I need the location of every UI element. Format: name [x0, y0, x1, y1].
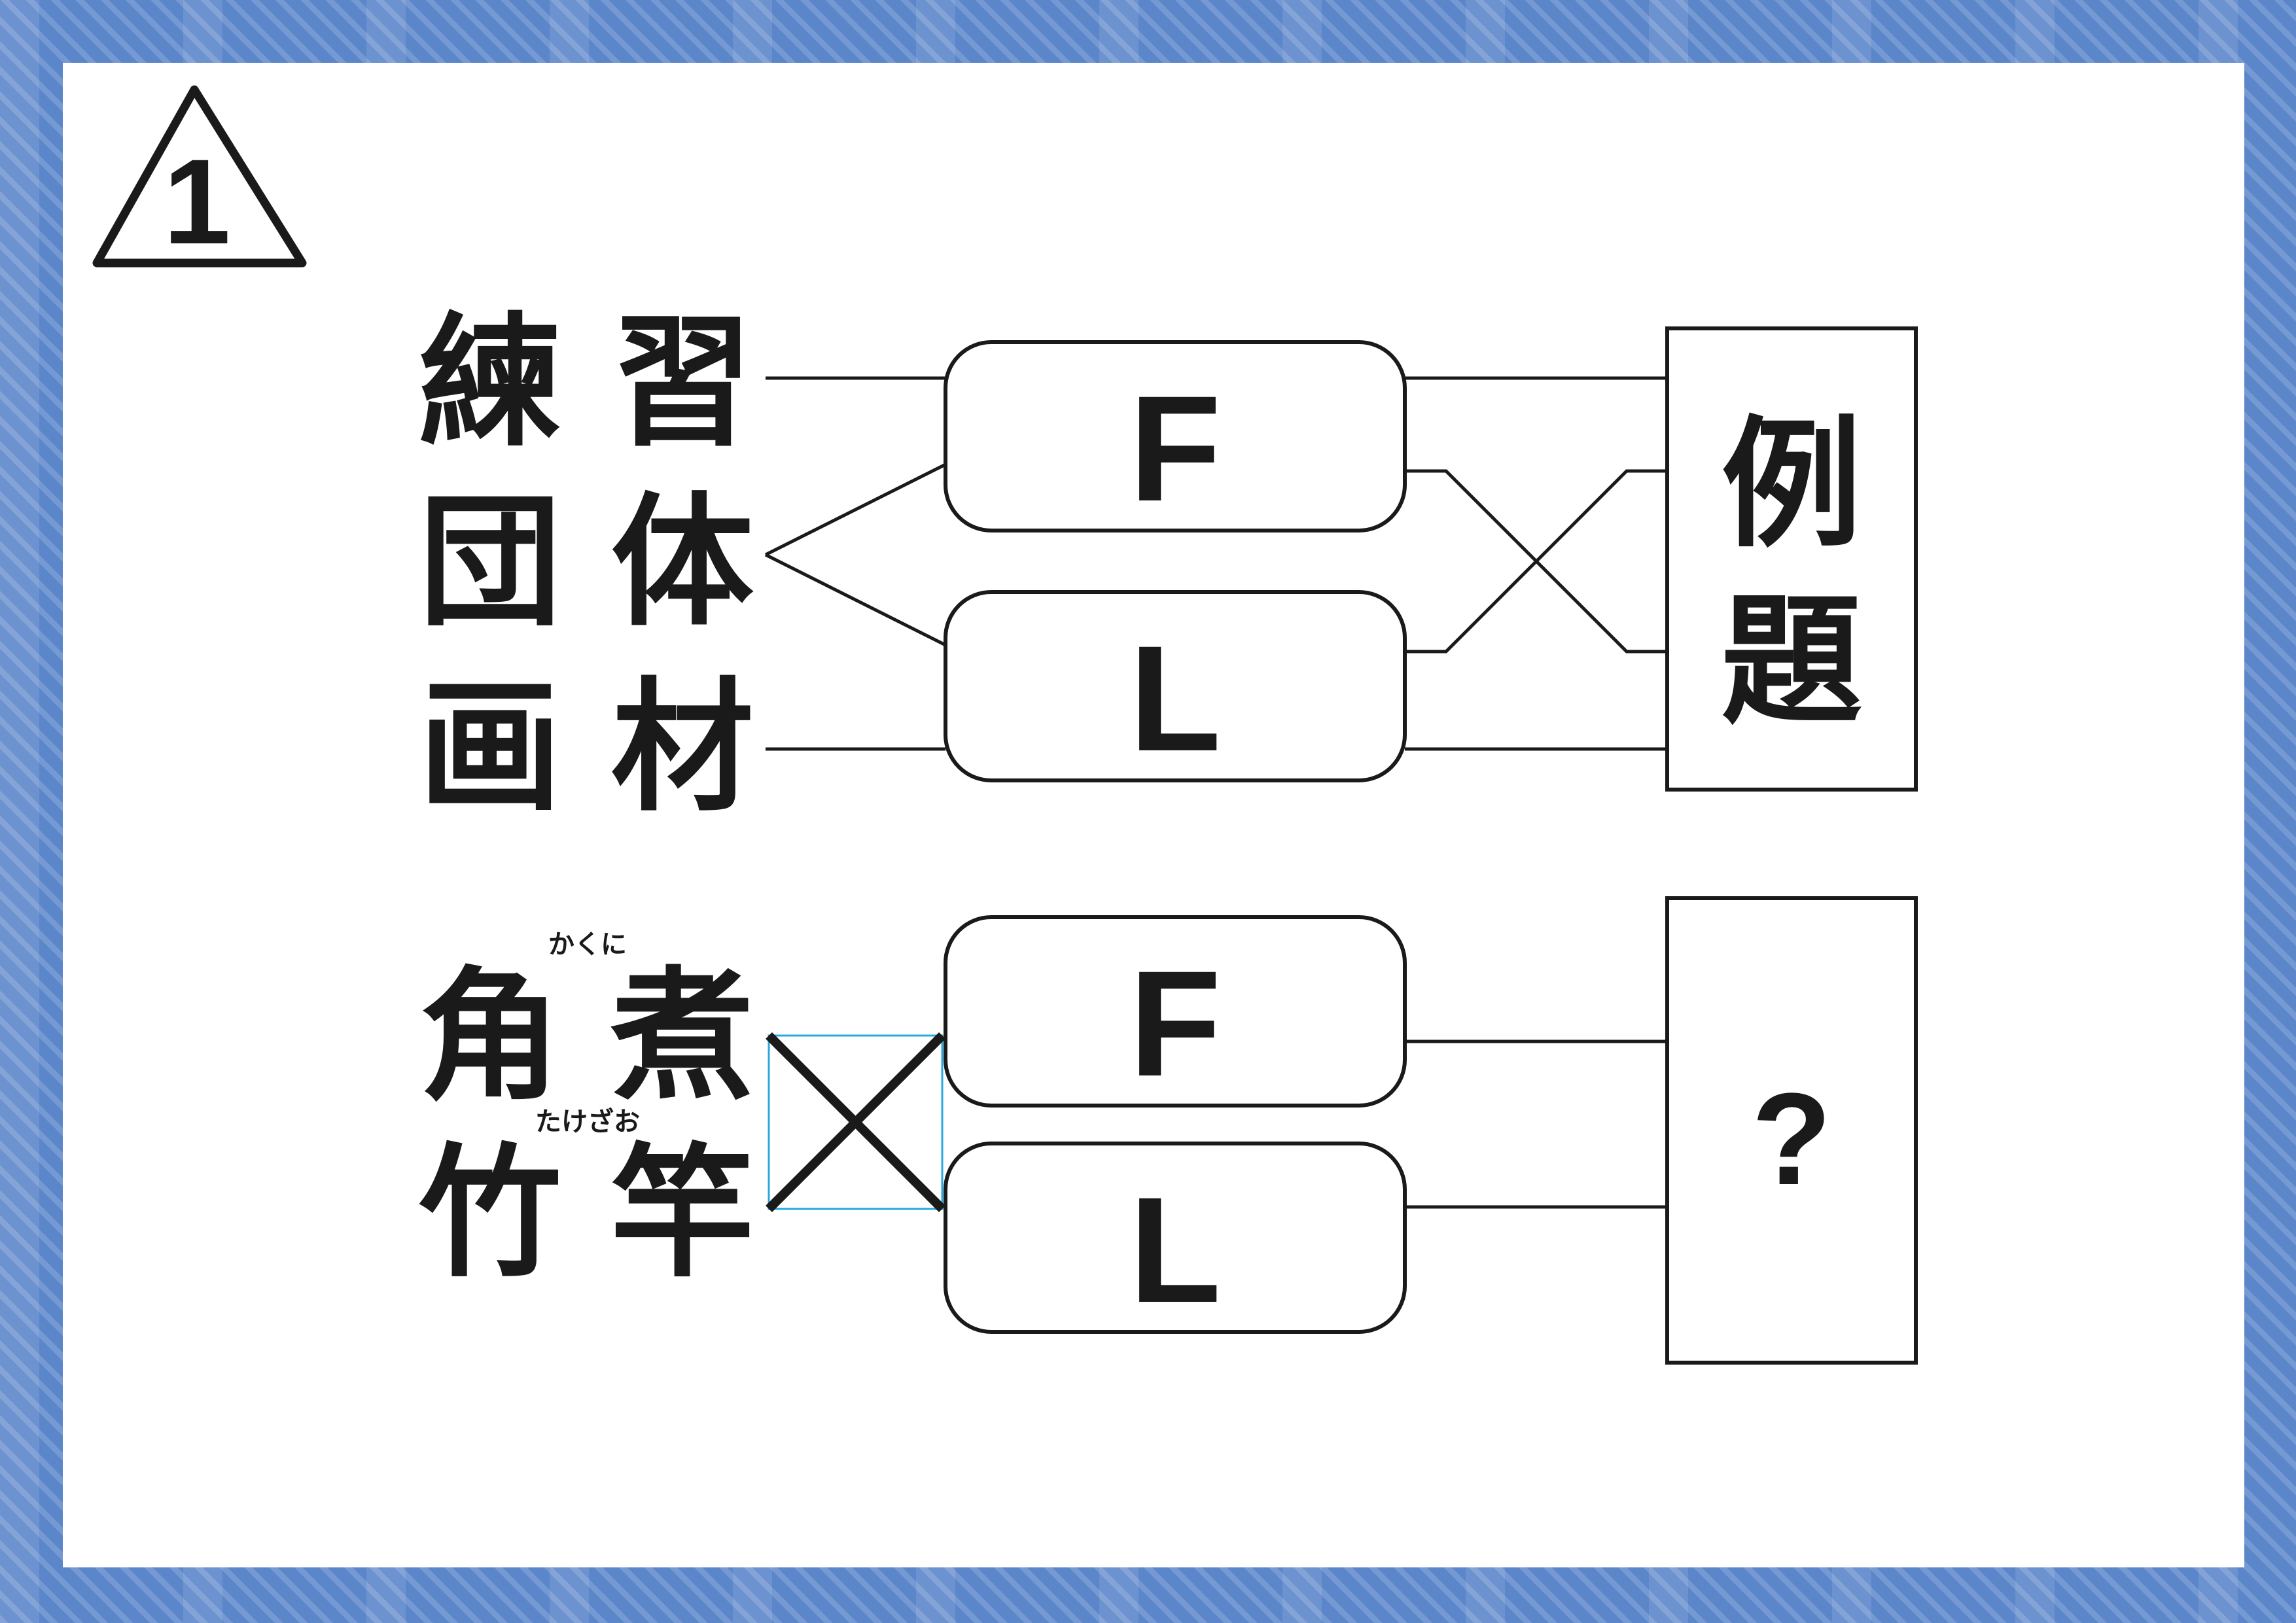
question-gate-l — [944, 1142, 1407, 1334]
example-input-word-2: 団 体 — [419, 480, 754, 646]
example-gate-l — [944, 590, 1407, 782]
example-section: 練 習 団 体 画 材 F L 例 題 — [419, 300, 1918, 831]
example-output-char-2: 題 — [1722, 579, 1862, 743]
example-wire-word2-to-l — [764, 553, 947, 647]
question-input-word-1: 角 煮 — [419, 954, 754, 1120]
example-wire-word2-to-f — [764, 462, 947, 557]
example-input-word-1: 練 習 — [419, 300, 754, 466]
example-gate-f-label: F — [1129, 364, 1222, 532]
problem-number: 1 — [164, 135, 231, 270]
question-input-ruby-2: たけざお — [535, 1107, 640, 1137]
question-gate-l-label: L — [1129, 1166, 1222, 1334]
question-wire-word2-to-f — [766, 1032, 945, 1212]
example-output-char-1: 例 — [1722, 402, 1862, 567]
example-wire-l-cross-out — [1405, 469, 1667, 654]
triangle-icon — [92, 85, 307, 268]
question-section: かくに たけざお 角 煮 竹 竿 F L ? — [419, 896, 1918, 1365]
question-output-box[interactable] — [1665, 896, 1918, 1365]
problem-number-badge: 1 — [92, 85, 307, 270]
example-gate-f — [944, 340, 1407, 532]
question-gate-f-label: F — [1129, 939, 1222, 1108]
question-input-ruby-1: かくに — [548, 930, 627, 960]
example-input-word-3: 画 材 — [419, 665, 754, 831]
question-gate-f — [944, 915, 1407, 1108]
example-gate-l-label: L — [1129, 614, 1222, 782]
example-output-box — [1665, 326, 1918, 792]
question-input-word-2: 竹 竿 — [419, 1131, 754, 1297]
question-crossing-guide — [768, 1034, 944, 1210]
question-output-unknown: ? — [1752, 1066, 1831, 1212]
